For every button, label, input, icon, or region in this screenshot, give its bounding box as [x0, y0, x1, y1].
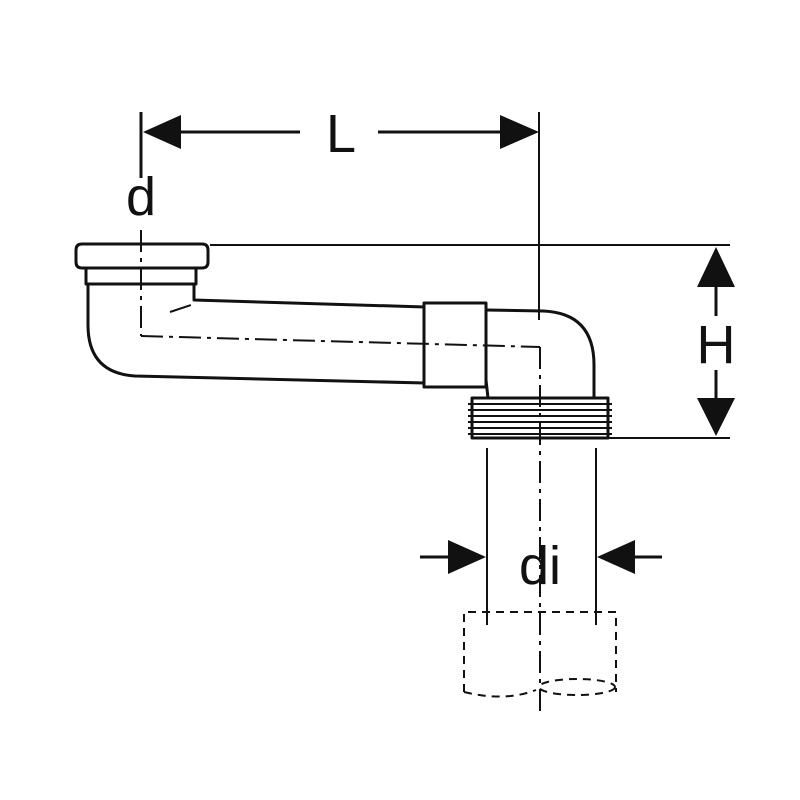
dimension-l-arrow-right	[500, 115, 539, 149]
connecting-pipe-outline	[463, 611, 617, 692]
connecting-pipe-bottom-right	[538, 678, 616, 696]
center-line-inner-segment	[169, 303, 195, 313]
dimension-di-arrow-left	[597, 540, 635, 574]
left-elbow-inner	[192, 284, 426, 309]
dimension-l-label: L	[326, 104, 356, 164]
socket-collar	[74, 242, 210, 270]
dimension-d-label: d	[126, 167, 156, 227]
dimension-h-arrow-down	[697, 398, 735, 436]
center-line-horizontal	[140, 335, 541, 348]
dimension-l-arrow-left	[143, 115, 181, 149]
connecting-pipe-phantom	[463, 611, 617, 698]
right-elbow-outer	[485, 308, 596, 398]
dimension-l: L	[139, 104, 539, 178]
right-elbow-inner	[484, 379, 490, 399]
dimension-d: d	[126, 167, 156, 227]
dimension-di-label: di	[519, 536, 561, 596]
connecting-pipe-bottom-left	[463, 689, 537, 698]
dimension-di-arrow-right	[448, 540, 486, 574]
dimension-h-label: H	[697, 315, 736, 375]
center-lines	[140, 230, 541, 712]
dimension-di: di	[420, 448, 662, 625]
left-elbow-outer	[86, 284, 426, 385]
dimension-h-arrow-up	[697, 247, 735, 287]
dimension-h: H	[210, 244, 736, 439]
